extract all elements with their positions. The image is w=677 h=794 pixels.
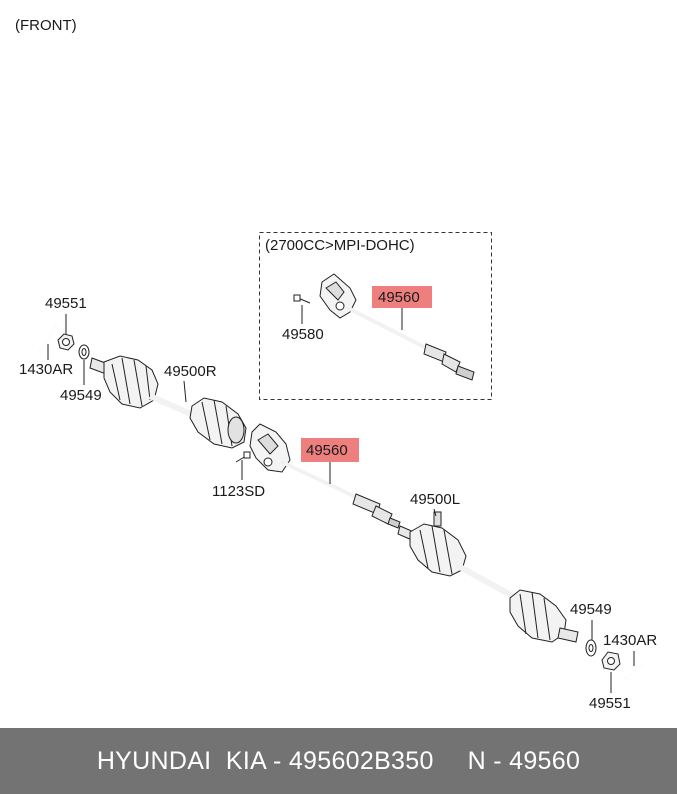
option-label: (2700CC>MPI-DOHC) bbox=[265, 237, 415, 254]
cotter-pin-top bbox=[39, 325, 57, 353]
label-1430AR-bottom[interactable]: 1430AR bbox=[603, 632, 657, 649]
highlight-49560 bbox=[301, 438, 359, 462]
label-49549-top[interactable]: 49549 bbox=[60, 387, 102, 404]
drive-shaft-right bbox=[89, 355, 247, 449]
option-box bbox=[259, 232, 492, 400]
option-inner-shaft bbox=[347, 306, 475, 381]
centre-bracket bbox=[249, 423, 291, 473]
washer-bottom bbox=[585, 639, 597, 657]
label-1123SD[interactable]: 1123SD bbox=[212, 483, 265, 500]
parts-diagram: (FRONT) (2700CC>MPI-DOHC) 49560 49580 49… bbox=[15, 17, 657, 712]
label-49500R[interactable]: 49500R bbox=[164, 363, 217, 380]
label-49580[interactable]: 49580 bbox=[282, 326, 324, 343]
label-49560[interactable]: 49560 bbox=[306, 442, 348, 459]
footer-part-ref: N - 49560 bbox=[467, 746, 581, 775]
option-bolt bbox=[293, 294, 311, 304]
label-49551-top[interactable]: 49551 bbox=[45, 295, 87, 312]
label-49500L[interactable]: 49500L bbox=[410, 491, 460, 508]
option-bracket bbox=[319, 273, 357, 319]
footer-brand-part-number: HYUNDAI KIA - 495602B350 bbox=[96, 746, 434, 775]
view-label: (FRONT) bbox=[15, 17, 77, 34]
hub-nut-bottom bbox=[601, 651, 621, 671]
label-1430AR-top[interactable]: 1430AR bbox=[19, 361, 73, 378]
label-49551-bottom[interactable]: 49551 bbox=[589, 695, 631, 712]
label-49549-bottom[interactable]: 49549 bbox=[570, 601, 612, 618]
footer-banner: HYUNDAI KIA - 495602B350 N - 49560 bbox=[0, 728, 677, 794]
centre-bolt bbox=[235, 451, 251, 463]
centre-inner-shaft bbox=[281, 460, 401, 529]
washer-top bbox=[78, 344, 90, 360]
label-49560-option[interactable]: 49560 bbox=[378, 289, 420, 306]
option-highlight-49560 bbox=[372, 286, 432, 308]
cotter-pin-bottom bbox=[625, 663, 643, 679]
hub-nut-top bbox=[57, 333, 75, 351]
drive-shaft-left bbox=[397, 511, 579, 643]
